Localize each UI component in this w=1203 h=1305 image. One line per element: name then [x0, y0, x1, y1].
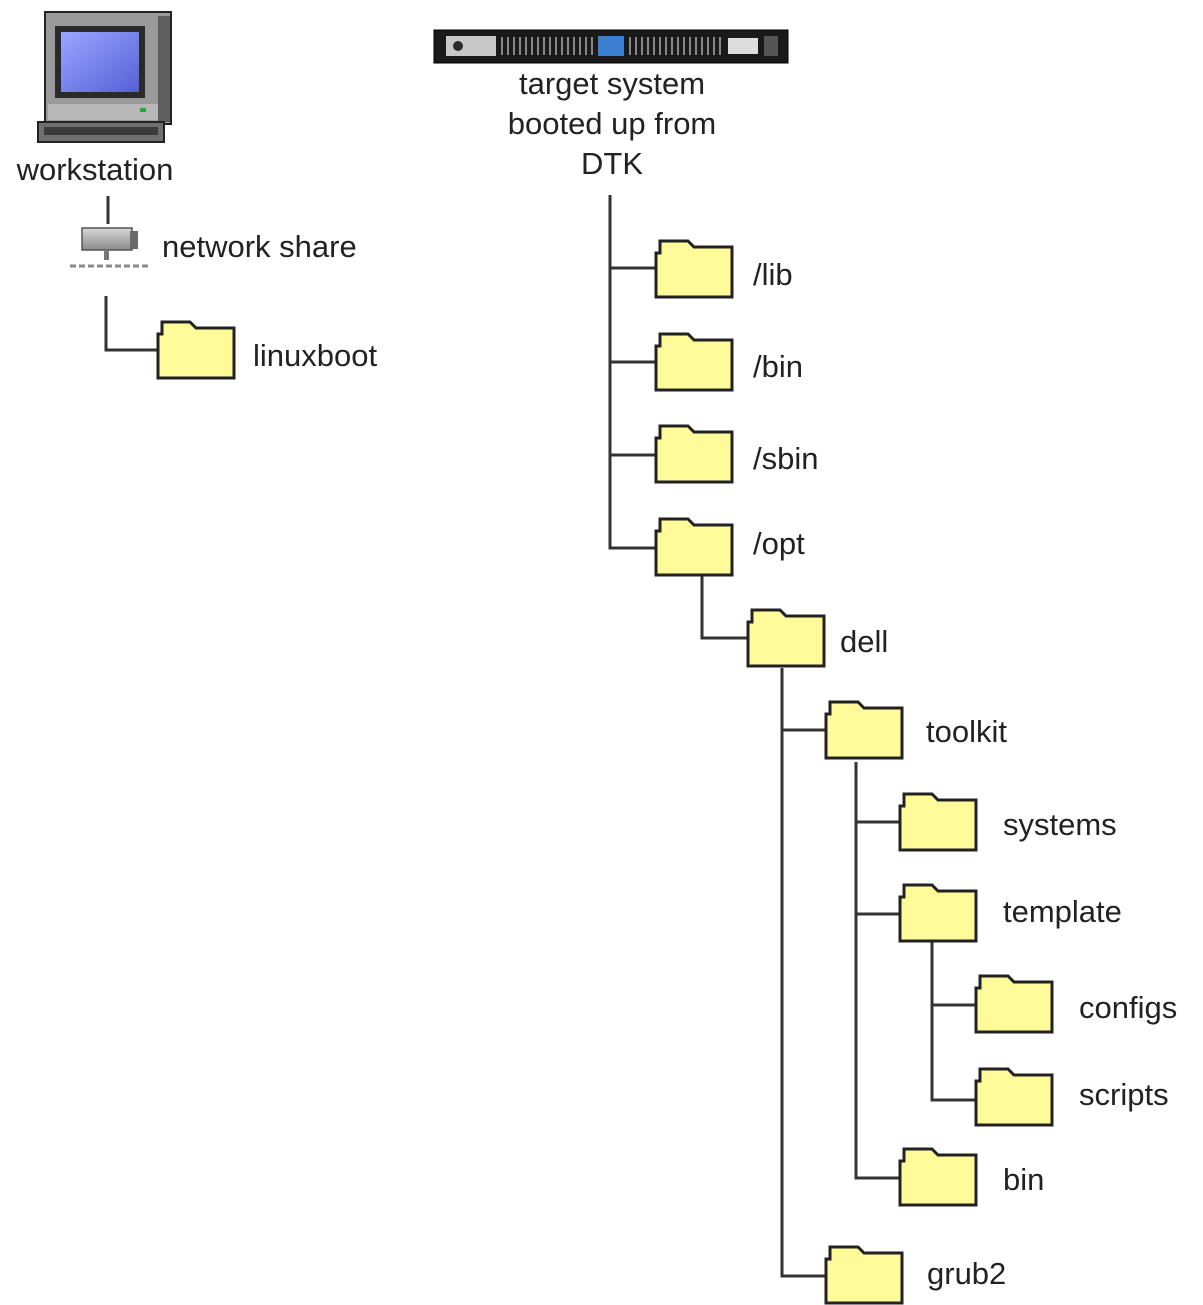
network-share-icon [70, 227, 150, 268]
connectors [104, 195, 976, 1278]
folder-icon-grub2 [824, 1245, 904, 1305]
workstation-label: workstation [16, 152, 174, 187]
folder-label-bin-root: /bin [753, 349, 803, 384]
folder-icon-template [898, 883, 978, 943]
folder-label-systems: systems [1003, 807, 1117, 842]
opt-to-dell-connector [700, 575, 748, 640]
folders [156, 239, 1054, 1305]
folder-label-lib: /lib [753, 257, 793, 292]
folder-label-toolkit: toolkit [926, 714, 1007, 749]
toolkit-to-children-connector [854, 762, 900, 1180]
target-system-label-line-2: booted up from [507, 106, 717, 141]
folder-icon-scripts [974, 1067, 1054, 1127]
target-system-label: target system booted up from DTK [462, 64, 762, 184]
folder-label-opt: /opt [753, 526, 805, 561]
folder-label-scripts: scripts [1079, 1077, 1169, 1112]
template-to-children-connector [930, 942, 976, 1102]
folder-label-linuxboot: linuxboot [253, 338, 378, 373]
folder-label-template: template [1003, 894, 1122, 929]
dell-to-children-connector [780, 668, 826, 1278]
folder-icon-systems [898, 792, 978, 852]
target-to-root-dirs-connector [608, 195, 656, 550]
folder-icon-dell [746, 608, 826, 668]
network-share-label: network share [162, 229, 357, 264]
workstation-icon [37, 11, 172, 143]
folder-icon-linuxboot [156, 320, 236, 380]
folder-icon-lib [654, 239, 734, 299]
folder-label-dell: dell [840, 624, 889, 659]
folder-icon-bin-toolkit [898, 1147, 978, 1207]
folder-label-configs: configs [1079, 990, 1178, 1025]
folder-icon-bin-root [654, 332, 734, 392]
target-system-label-line-3: DTK [581, 146, 643, 181]
rack-server-icon [433, 29, 789, 64]
folder-icon-toolkit [824, 700, 904, 760]
folder-icon-configs [974, 974, 1054, 1034]
folder-label-sbin: /sbin [753, 441, 819, 476]
folder-label-bin-toolkit: bin [1003, 1162, 1045, 1197]
folder-icon-sbin [654, 424, 734, 484]
folder-icon-opt [654, 517, 734, 577]
target-system-label-line-1: target system [518, 66, 706, 101]
folder-label-grub2: grub2 [927, 1256, 1007, 1291]
share-to-linuxboot-connector [104, 296, 158, 352]
